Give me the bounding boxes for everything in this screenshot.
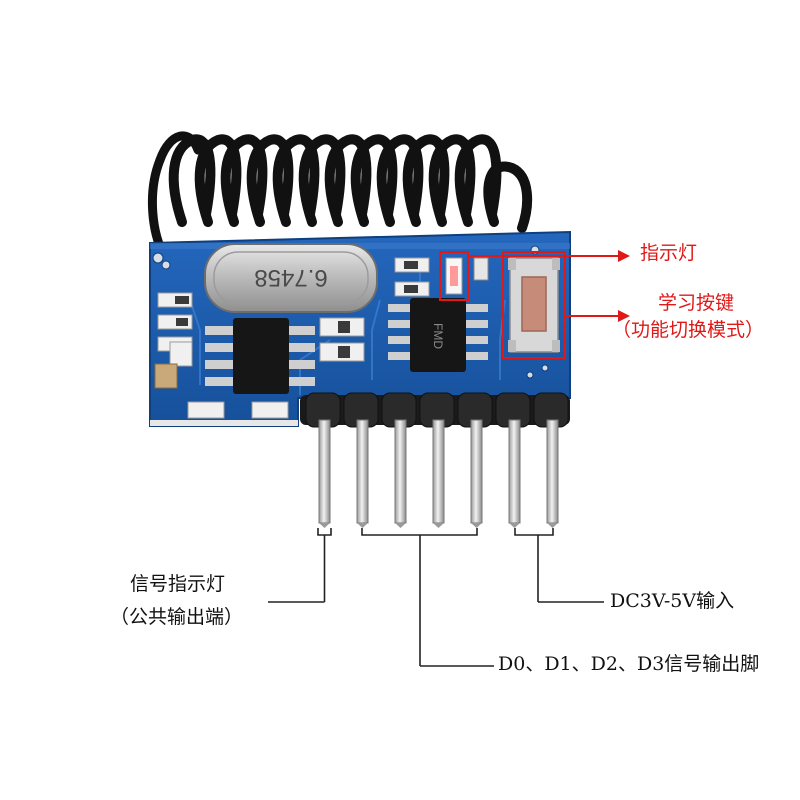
signal-indicator-sublabel: （公共输出端） (110, 606, 244, 628)
crystal-oscillator: 6.7458 (204, 243, 378, 313)
indicator-light-label: 指示灯 (640, 242, 698, 264)
ic-chip-right: FMD (388, 298, 488, 372)
crystal-marking: 6.7458 (254, 264, 327, 291)
signal-indicator-label: 信号指示灯 (130, 573, 226, 595)
pin-header (300, 392, 570, 528)
data-outputs-label: D0、D1、D2、D3信号输出脚 (498, 653, 760, 675)
power-input-label: DC3V-5V输入 (610, 590, 735, 612)
spring-antenna (148, 131, 533, 267)
indicator-led (439, 251, 489, 301)
learn-button (502, 251, 566, 359)
ic-chip-left (205, 318, 315, 394)
smd-components (154, 257, 430, 419)
learn-button-label: 学习按键 (658, 292, 735, 314)
pin-brackets (268, 528, 604, 667)
chip2-marking: FMD (431, 323, 445, 349)
callout-arrows (468, 250, 630, 322)
learn-button-sublabel: （功能切换模式） (612, 319, 765, 341)
